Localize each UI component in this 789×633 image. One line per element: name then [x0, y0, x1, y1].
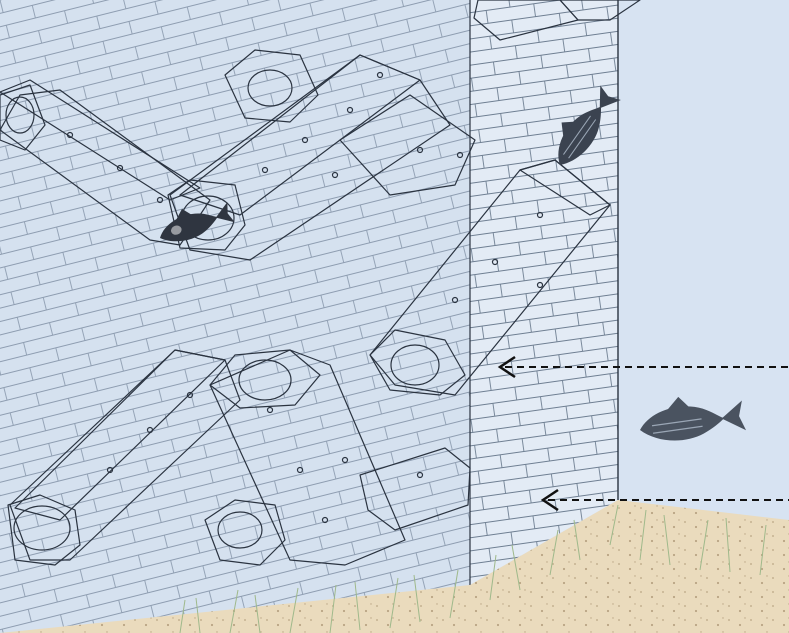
module-lower-right [204, 447, 471, 566]
fish-icon [636, 388, 747, 446]
wall-shade [0, 0, 470, 633]
module-upper-left [0, 79, 211, 246]
module-side-diagonal [369, 159, 611, 396]
brick-wall [0, 0, 619, 633]
sediment-bed [0, 500, 789, 633]
fish-icon [153, 193, 235, 249]
module-top-partial [473, 0, 641, 41]
module-lower-center [209, 349, 406, 566]
arrow-left-icon [497, 355, 789, 379]
module-lower-left [7, 349, 241, 566]
module-upper-hex [224, 49, 476, 196]
grass [179, 504, 767, 633]
arrow-left-icon [540, 488, 789, 512]
fish-icon [541, 79, 622, 173]
